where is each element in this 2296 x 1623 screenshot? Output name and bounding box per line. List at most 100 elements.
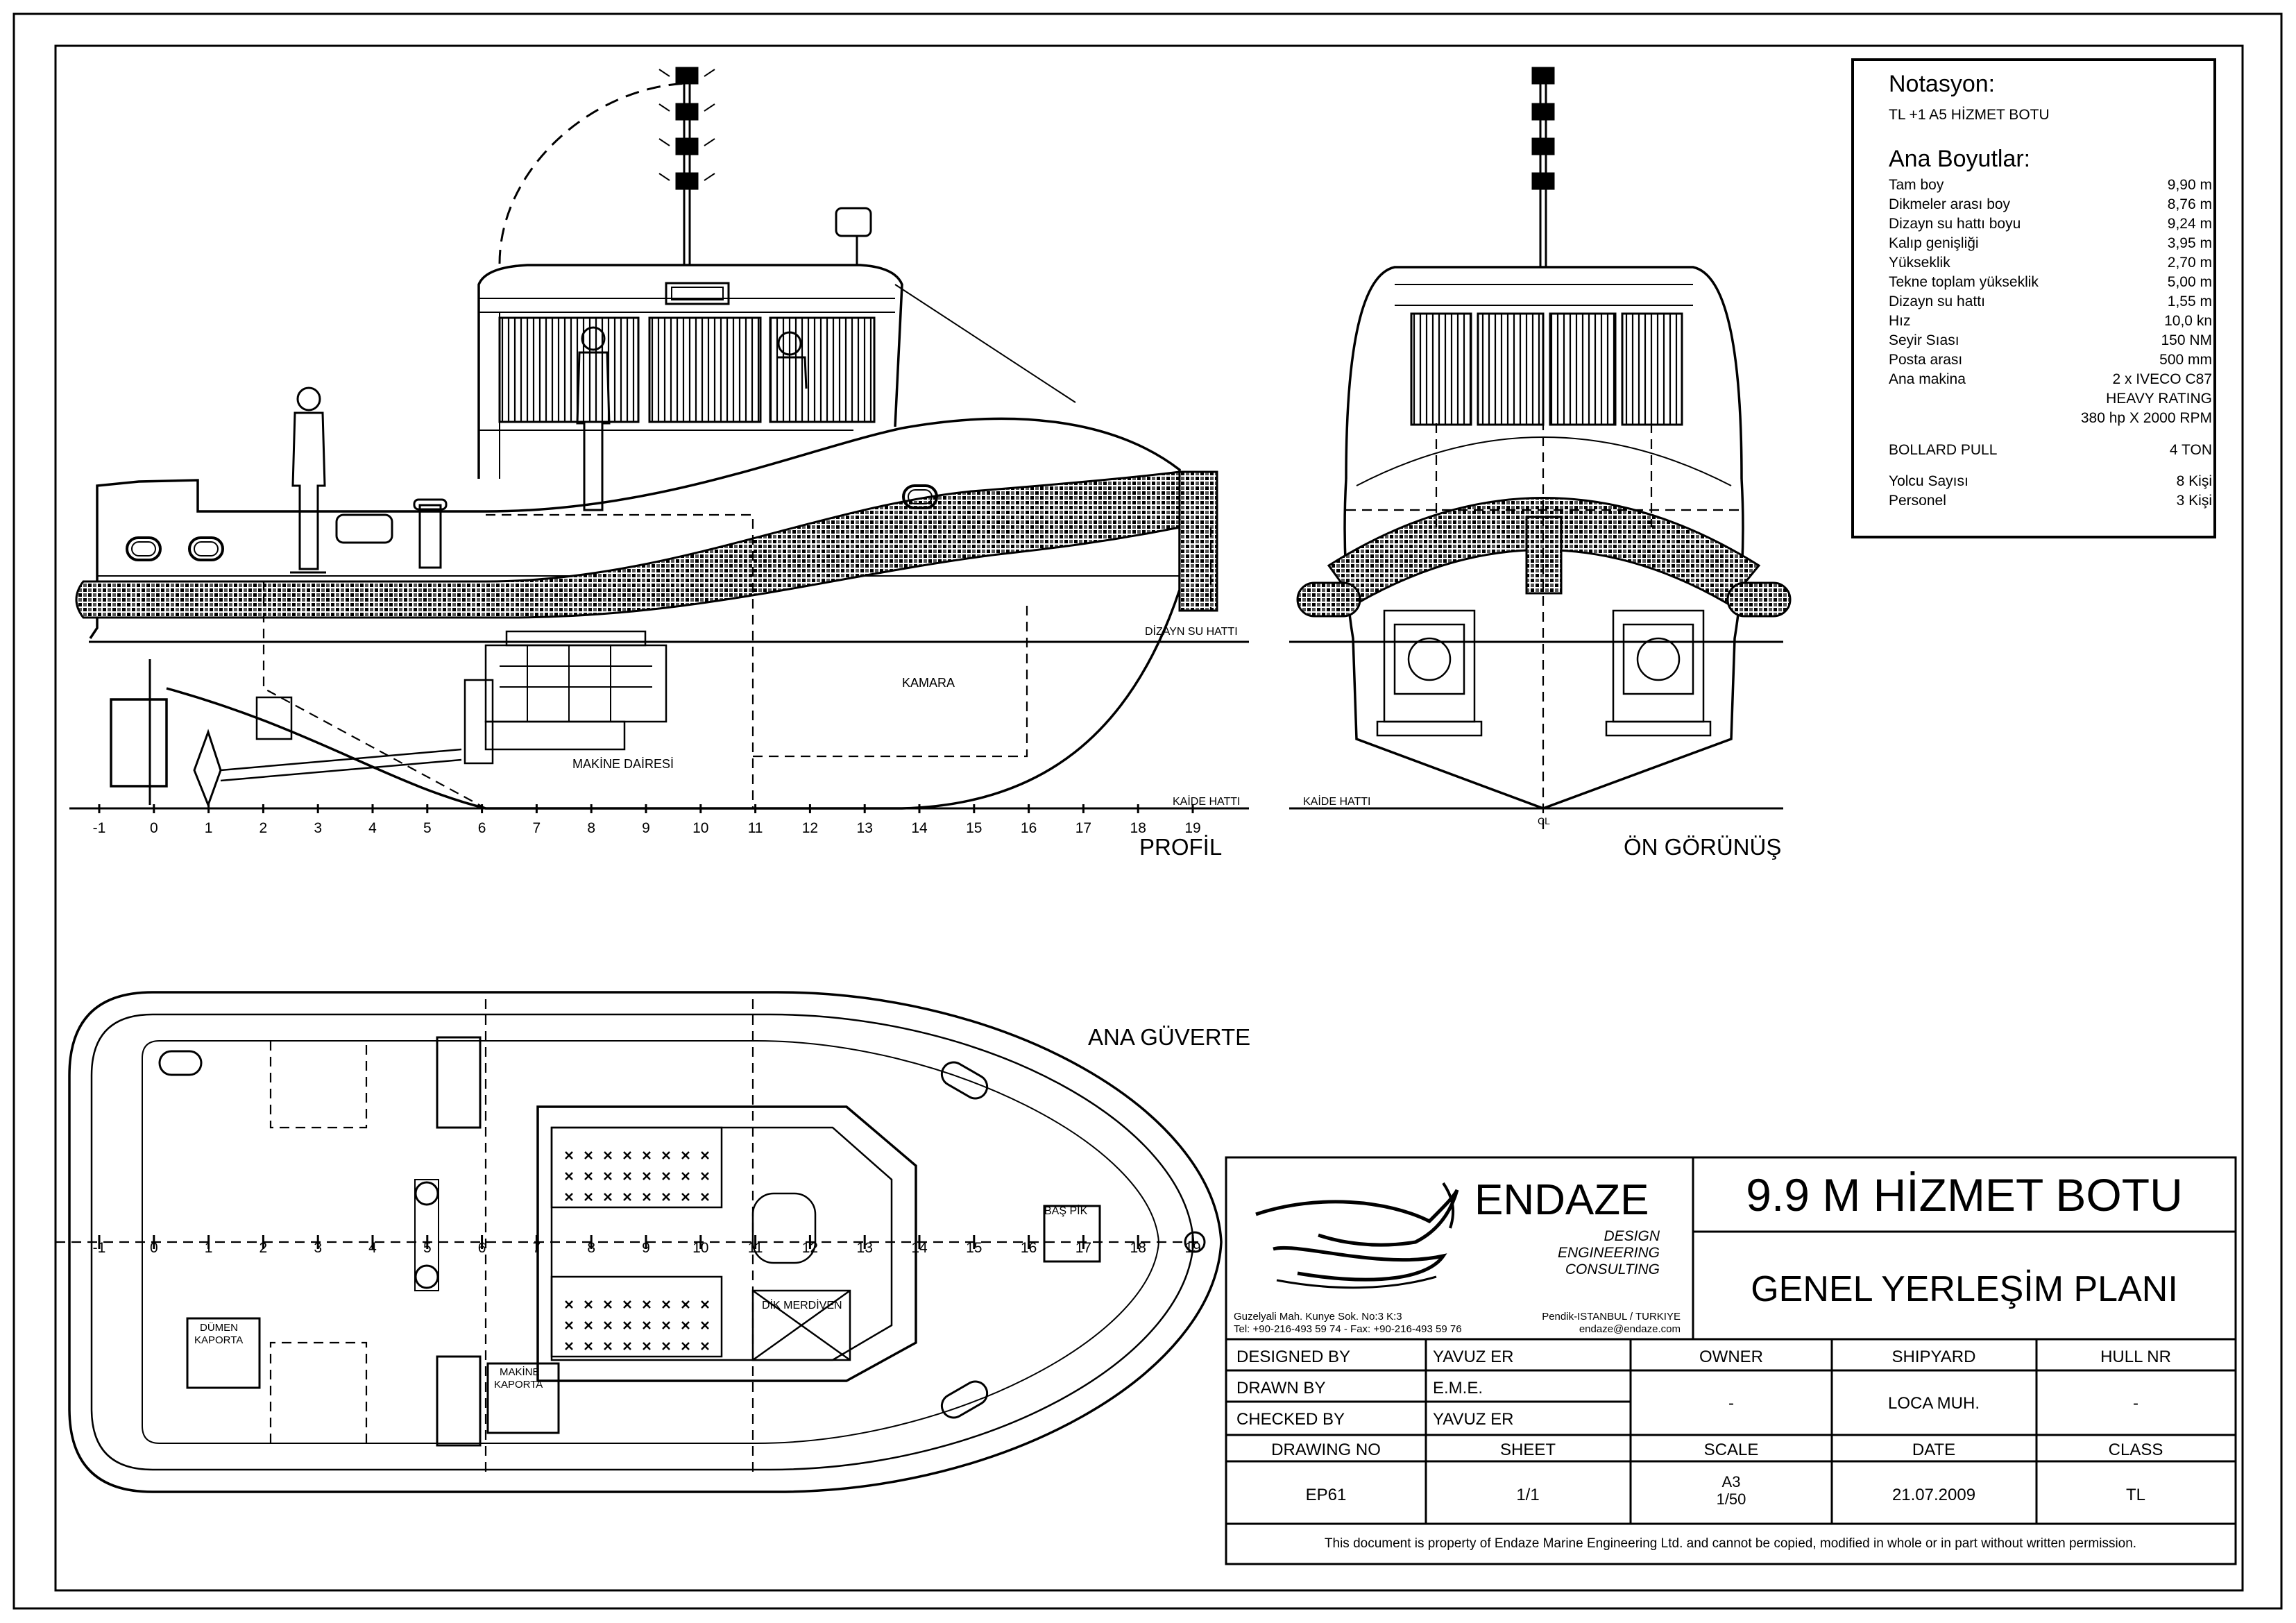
company-tagline-design: DESIGN — [1604, 1228, 1660, 1244]
deck-frame-number: 8 — [587, 1240, 595, 1256]
designed-by-label: DESIGNED BY — [1236, 1348, 1350, 1366]
seat-marker — [623, 1321, 631, 1329]
endaze-logo — [1255, 1182, 1459, 1289]
seat-marker — [604, 1151, 612, 1159]
dimension-value: 4 TON — [2170, 442, 2212, 458]
profile-rudder — [110, 698, 168, 788]
seat-marker — [584, 1172, 593, 1180]
seat-marker — [662, 1151, 670, 1159]
profile-frame-number: 11 — [748, 820, 763, 836]
seat-marker — [701, 1172, 709, 1180]
dimension-label: Yükseklik — [1889, 255, 1950, 271]
drawing-no-value: EP61 — [1306, 1486, 1347, 1504]
deck-rudder-hatch-label-1: DÜMEN — [200, 1321, 238, 1334]
scale-label: SCALE — [1704, 1441, 1759, 1459]
seat-marker — [681, 1172, 690, 1180]
seat-marker — [681, 1193, 690, 1201]
deck-frame-number: 13 — [857, 1240, 873, 1256]
seat-marker — [701, 1151, 709, 1159]
dimension-label: Dizayn su hattı boyu — [1889, 216, 2021, 232]
profile-view-title: PROFİL — [1139, 834, 1222, 860]
seat-marker — [681, 1151, 690, 1159]
seat-marker — [584, 1151, 593, 1159]
seat-marker — [565, 1151, 573, 1159]
deck-frame-number: 6 — [478, 1240, 486, 1256]
title-block — [1225, 1156, 2237, 1565]
inner-border — [54, 44, 2244, 1592]
dimension-value: 8 Kişi — [2177, 473, 2212, 489]
deck-frame-number: -1 — [93, 1240, 106, 1256]
person-figure-wheelhouse — [576, 326, 611, 511]
dimension-label: Hız — [1889, 313, 1911, 329]
seat-marker — [662, 1172, 670, 1180]
deck-view-title: ANA GÜVERTE — [1088, 1024, 1250, 1050]
class-value: TL — [2126, 1486, 2145, 1504]
company-city: Pendik-ISTANBUL / TURKIYE — [1542, 1311, 1681, 1323]
company-name: ENDAZE — [1474, 1176, 1649, 1224]
dimension-label: Dizayn su hattı — [1889, 294, 1985, 309]
profile-frame-number: 2 — [260, 820, 268, 836]
seat-marker — [623, 1151, 631, 1159]
sheet-label: SHEET — [1500, 1441, 1556, 1459]
seat-marker — [662, 1193, 670, 1201]
drawing-subtitle: GENEL YERLEŞİM PLANI — [1751, 1269, 2178, 1309]
shipyard-value: LOCA MUH. — [1888, 1394, 1980, 1413]
deck-frame-number: 19 — [1184, 1240, 1200, 1256]
seat-marker — [565, 1193, 573, 1201]
seat-marker — [643, 1151, 651, 1159]
deck-frame-number: 7 — [533, 1240, 541, 1256]
front-engine-port — [1376, 609, 1483, 737]
profile-cabin-label: KAMARA — [902, 676, 955, 690]
deck-frame-number: 18 — [1130, 1240, 1146, 1256]
deck-plan — [56, 991, 1223, 1493]
dimension-value: 150 NM — [2161, 332, 2212, 348]
deck-cabin — [536, 1105, 917, 1382]
copyright-disclaimer: This document is property of Endaze Mari… — [1325, 1536, 2136, 1551]
notation-box: Notasyon: TL +1 A5 HİZMET BOTU Ana Boyut… — [1851, 58, 2216, 538]
seat-marker — [584, 1193, 593, 1201]
dimension-value: 10,0 kn — [2164, 313, 2212, 329]
seat-marker — [623, 1342, 631, 1350]
date-label: DATE — [1912, 1441, 1955, 1459]
company-tagline-consulting: CONSULTING — [1565, 1261, 1660, 1277]
deck-frame-number: 12 — [802, 1240, 818, 1256]
scale-paper-value: A3 — [1722, 1473, 1741, 1490]
profile-frame-number: 1 — [205, 820, 213, 836]
seat-marker — [584, 1342, 593, 1350]
drawing-no-label: DRAWING NO — [1271, 1441, 1381, 1459]
dimension-label: Personel — [1889, 493, 1946, 509]
profile-frame-number: 7 — [533, 820, 541, 836]
main-dimensions-heading: Ana Boyutlar: — [1889, 146, 2030, 172]
deck-frame-number: 5 — [423, 1240, 432, 1256]
seat-marker — [565, 1172, 573, 1180]
seat-marker — [681, 1300, 690, 1309]
seat-marker — [565, 1342, 573, 1350]
seat-marker — [604, 1172, 612, 1180]
company-tagline-engineering: ENGINEERING — [1558, 1245, 1660, 1261]
seat-marker — [681, 1321, 690, 1329]
deck-rudder-hatch-label-2: KAPORTA — [194, 1334, 243, 1346]
drawn-by-value: E.M.E. — [1433, 1379, 1483, 1397]
profile-waterline-label: DİZAYN SU HATTI — [1145, 624, 1238, 638]
seat-marker — [701, 1193, 709, 1201]
dimension-label: Seyir Sıası — [1889, 332, 1959, 348]
seat-marker — [643, 1300, 651, 1309]
seat-marker — [623, 1193, 631, 1201]
dimension-label: Dikmeler arası boy — [1889, 196, 2011, 212]
deck-frame-number: 2 — [260, 1240, 268, 1256]
seat-marker — [584, 1321, 593, 1329]
dimension-value: 380 hp X 2000 RPM — [2081, 410, 2212, 426]
deck-frame-number: 10 — [692, 1240, 708, 1256]
front-baseline-label: KAİDE HATTI — [1303, 794, 1371, 808]
profile-frame-number: 5 — [423, 820, 432, 836]
seat-marker — [604, 1342, 612, 1350]
profile-frame-number: 8 — [587, 820, 595, 836]
profile-frame-number: -1 — [93, 820, 106, 836]
deck-frame-number: 17 — [1075, 1240, 1091, 1256]
dimension-label: Ana makina — [1889, 371, 1966, 387]
front-view — [1289, 67, 1792, 833]
